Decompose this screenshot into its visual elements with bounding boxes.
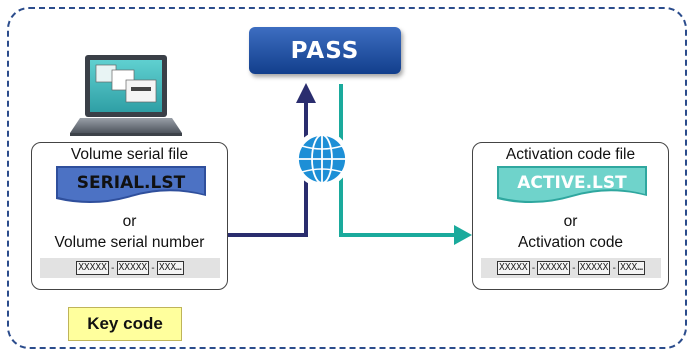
serial-file-name: SERIAL.LST (77, 173, 186, 193)
code-segment: XXXXX (497, 261, 530, 275)
key-code-label: Key code (87, 314, 163, 333)
activation-code-label: Activation code (517, 234, 624, 251)
upload-arrowhead (296, 83, 316, 103)
code-segment: XXXXX (537, 261, 570, 275)
code-segment: XXX… (618, 261, 645, 275)
globe-icon (294, 131, 350, 187)
download-arrowhead (454, 225, 472, 245)
key-code-badge: Key code (68, 307, 182, 341)
volume-serial-file-label: Volume serial file (70, 146, 189, 163)
serial-file-icon: SERIAL.LST (56, 166, 206, 204)
or-text: or (563, 213, 578, 230)
volume-serial-number-label: Volume serial number (54, 234, 205, 251)
activation-code-panel: Activation code file ACTIVE.LST or Activ… (472, 142, 669, 290)
code-segment: XXXXX (116, 261, 150, 275)
activation-code-file-label: Activation code file (505, 146, 636, 163)
code-segment: XXX… (156, 261, 184, 275)
or-text: or (122, 213, 137, 230)
activation-code-value: XXXXX- XXXXX- XXXXX- XXX… (481, 258, 661, 278)
code-segment: XXXXX (76, 261, 109, 275)
download-arrow (339, 84, 455, 237)
volume-serial-code: XXXXX- XXXXX- XXX… (40, 258, 220, 278)
pass-label: PASS (290, 37, 360, 64)
upload-arrow (228, 101, 308, 237)
volume-serial-panel: Volume serial file SERIAL.LST or Volume … (31, 142, 228, 290)
code-segment: XXXXX (577, 261, 611, 275)
active-file-name: ACTIVE.LST (517, 173, 627, 193)
pass-button: PASS (249, 27, 401, 74)
active-file-icon: ACTIVE.LST (497, 166, 647, 204)
dashed-frame (7, 7, 687, 349)
